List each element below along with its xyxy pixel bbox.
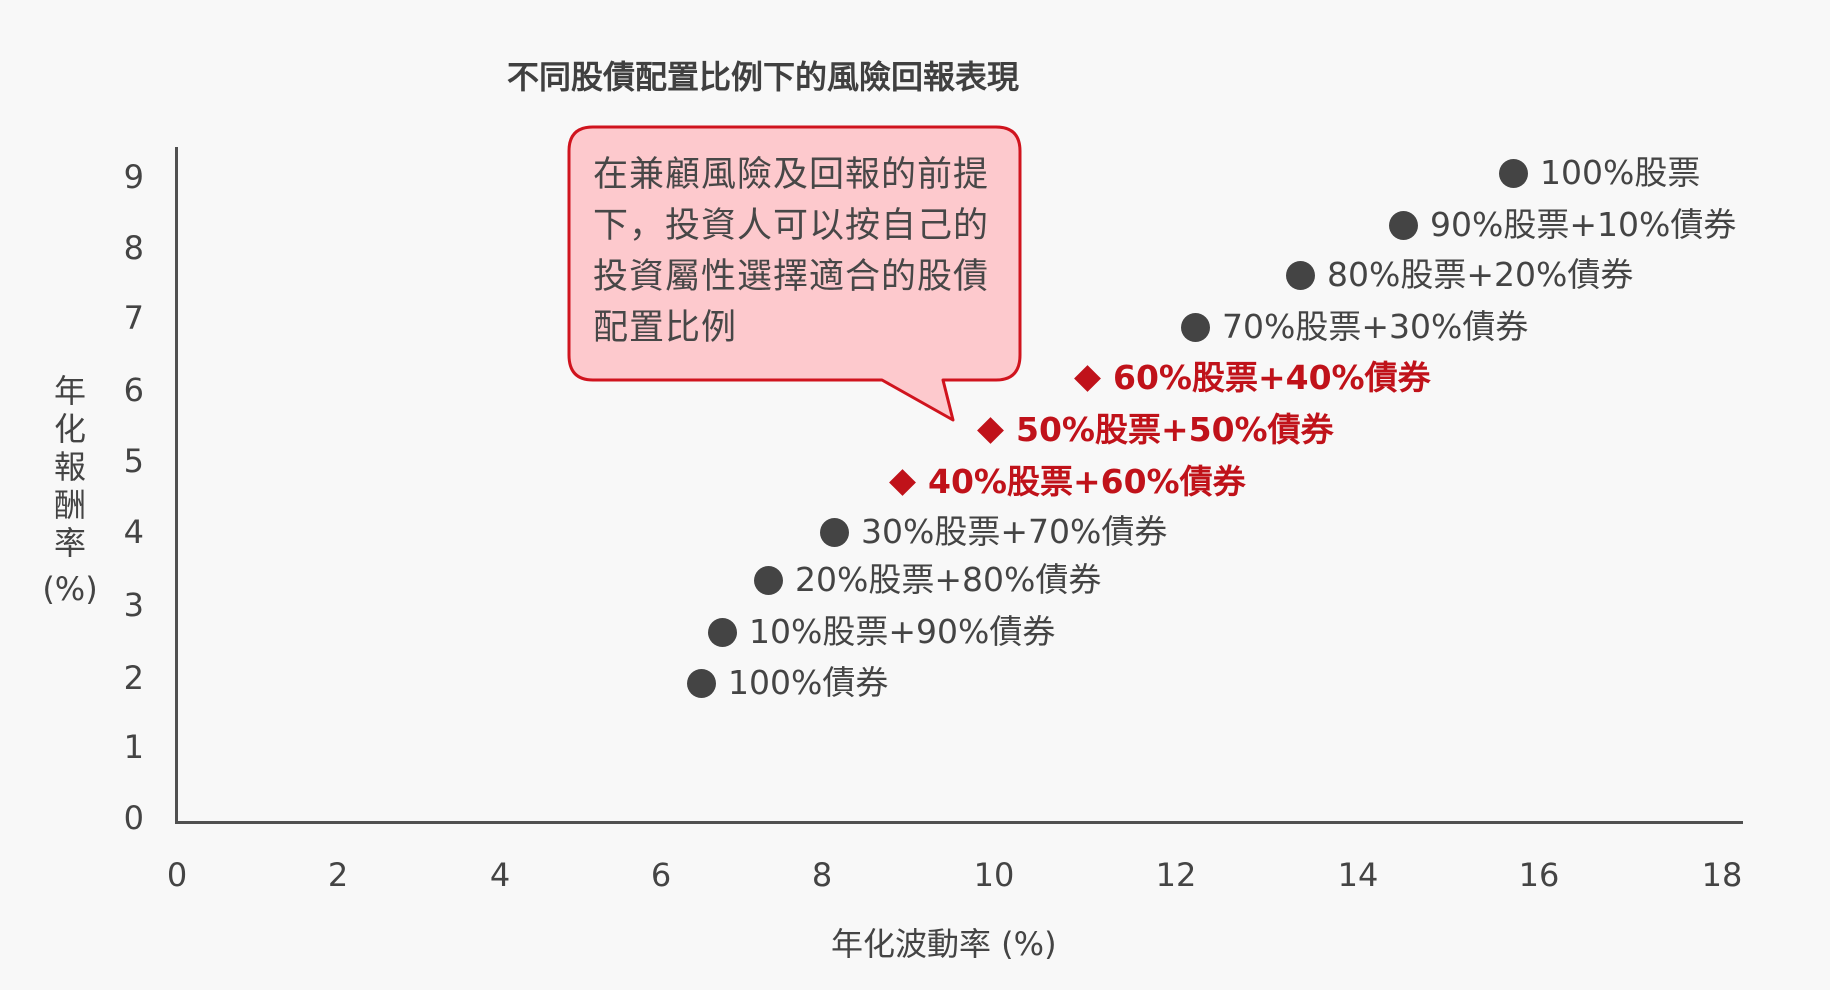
x-axis-label: 年化波動率 (%) xyxy=(831,925,1057,963)
point-label: 100%債券 xyxy=(728,663,889,702)
y-tick-7: 7 xyxy=(123,299,144,337)
x-tick-16: 16 xyxy=(1518,856,1560,894)
y-label-unit: (%) xyxy=(42,570,98,608)
y-tick-1: 1 xyxy=(123,728,144,766)
point-label: 40%股票+60%債券 xyxy=(928,462,1246,501)
callout-line: 下，投資人可以按自己的 xyxy=(593,206,990,246)
x-tick-8: 8 xyxy=(811,856,833,894)
circle-marker-icon xyxy=(754,565,783,595)
circle-marker-icon xyxy=(1181,312,1210,342)
y-label-char: 報 xyxy=(53,448,86,486)
circle-marker-icon xyxy=(820,517,849,547)
point-label: 80%股票+20%債券 xyxy=(1327,255,1634,294)
x-tick-2: 2 xyxy=(327,856,349,894)
y-tick-2: 2 xyxy=(123,659,144,697)
circle-marker-icon xyxy=(1286,260,1315,290)
point-label: 100%股票 xyxy=(1540,153,1701,192)
point-label: 30%股票+70%債券 xyxy=(861,512,1168,551)
y-axis-label: 年 化 報 酬 率 (%) xyxy=(40,372,100,608)
point-label: 70%股票+30%債券 xyxy=(1222,307,1529,346)
y-tick-8: 8 xyxy=(123,229,144,267)
data-point-20-80: 20%股票+80%債券 xyxy=(754,560,1101,600)
callout-shape xyxy=(567,125,1022,422)
y-axis-line xyxy=(175,147,178,824)
data-point-100-stock: 100%股票 xyxy=(1499,153,1700,193)
diamond-marker-icon xyxy=(889,468,916,496)
x-tick-14: 14 xyxy=(1337,856,1379,894)
x-axis-line xyxy=(175,821,1743,824)
data-point-10-90: 10%股票+90%債券 xyxy=(708,612,1055,652)
data-point-80-20: 80%股票+20%債券 xyxy=(1286,255,1633,295)
y-tick-3: 3 xyxy=(123,586,144,624)
data-point-60-40: 60%股票+40%債券 xyxy=(1074,358,1431,398)
data-point-40-60: 40%股票+60%債券 xyxy=(889,462,1246,502)
data-point-50-50: 50%股票+50%債券 xyxy=(977,410,1334,450)
data-point-90-10: 90%股票+10%債券 xyxy=(1389,205,1736,245)
y-tick-9: 9 xyxy=(123,158,144,196)
point-label: 10%股票+90%債券 xyxy=(749,612,1056,651)
callout-line: 配置比例 xyxy=(593,308,738,348)
callout-line: 在兼顧風險及回報的前提 xyxy=(593,155,990,195)
diamond-marker-icon xyxy=(1074,364,1101,392)
x-tick-10: 10 xyxy=(973,856,1015,894)
y-label-char: 酬 xyxy=(53,486,86,524)
circle-marker-icon xyxy=(1499,158,1528,188)
chart-title: 不同股債配置比例下的風險回報表現 xyxy=(507,58,1020,96)
point-label: 60%股票+40%債券 xyxy=(1113,358,1431,397)
point-label: 50%股票+50%債券 xyxy=(1016,410,1334,449)
callout-line: 投資屬性選擇適合的股債 xyxy=(593,257,990,297)
circle-marker-icon xyxy=(708,617,737,647)
y-label-char: 年 xyxy=(53,372,86,410)
y-tick-0: 0 xyxy=(123,799,144,837)
data-point-30-70: 30%股票+70%債券 xyxy=(820,512,1167,552)
x-tick-4: 4 xyxy=(489,856,511,894)
y-label-char: 化 xyxy=(53,410,86,448)
x-tick-0: 0 xyxy=(166,856,188,894)
data-point-100-bond: 100%債券 xyxy=(687,663,888,703)
y-tick-5: 5 xyxy=(123,442,144,480)
circle-marker-icon xyxy=(687,668,716,698)
diamond-marker-icon xyxy=(977,416,1004,444)
y-tick-4: 4 xyxy=(123,513,144,551)
x-tick-12: 12 xyxy=(1155,856,1197,894)
circle-marker-icon xyxy=(1389,210,1418,240)
x-tick-18: 18 xyxy=(1701,856,1743,894)
x-tick-6: 6 xyxy=(650,856,672,894)
callout-text: 在兼顧風險及回報的前提 下，投資人可以按自己的 投資屬性選擇適合的股債 配置比例 xyxy=(593,150,1013,354)
point-label: 90%股票+10%債券 xyxy=(1430,205,1737,244)
y-label-char: 率 xyxy=(53,524,86,562)
data-point-70-30: 70%股票+30%債券 xyxy=(1181,307,1528,347)
y-tick-6: 6 xyxy=(123,371,144,409)
point-label: 20%股票+80%債券 xyxy=(795,560,1102,599)
